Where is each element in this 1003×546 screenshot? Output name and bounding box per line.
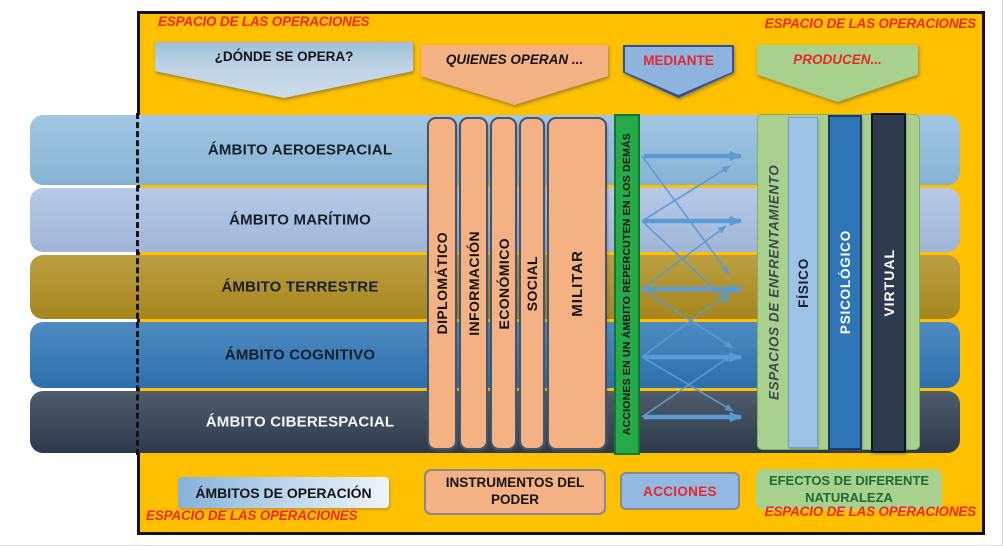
legend-label: EFECTOS DE DIFERENTE NATURALEZA bbox=[768, 472, 930, 505]
banner-label: MEDIANTE bbox=[643, 53, 714, 68]
corner-label-bottom-left: ESPACIO DE LAS OPERACIONES bbox=[146, 508, 358, 523]
instrument-label: INFORMACIÓN bbox=[465, 231, 482, 336]
instrument-label: ECONÓMICO bbox=[495, 237, 512, 330]
instrument-bar-informacion: INFORMACIÓN bbox=[459, 117, 488, 450]
effect-label: FÍSICO bbox=[795, 257, 811, 308]
corner-label-top-left: ESPACIO DE LAS OPERACIONES bbox=[158, 14, 370, 29]
actions-repercussion-column: ACCIONES EN UN ÁMBITO REPERCUTEN EN LOS … bbox=[614, 114, 640, 455]
effect-bar-fisico: FÍSICO bbox=[788, 117, 818, 448]
legend-ambitos-de-operacion: ÁMBITOS DE OPERACIÓN bbox=[178, 477, 389, 508]
banner-label: ¿DÓNDE SE OPERA? bbox=[214, 49, 354, 64]
corner-label-bottom-right: ESPACIO DE LAS OPERACIONES bbox=[764, 504, 977, 519]
banner-shape: QUIENES OPERAN ... bbox=[421, 45, 608, 105]
instrument-bar-social: SOCIAL bbox=[519, 117, 545, 450]
banner-shape: PRODUCEN... bbox=[757, 45, 918, 102]
effect-label: VIRTUAL bbox=[880, 249, 897, 317]
instrument-bar-economico: ECONÓMICO bbox=[490, 117, 517, 450]
band-label: ÁMBITO COGNITIVO bbox=[224, 346, 376, 364]
instrument-label: SOCIAL bbox=[524, 255, 540, 312]
frame-dashed-border bbox=[136, 113, 139, 455]
banner-producen: PRODUCEN... bbox=[757, 45, 918, 102]
banner-quienes-operan: QUIENES OPERAN ... bbox=[421, 45, 608, 105]
actions-column-label: ACCIONES EN UN ÁMBITO REPERCUTEN EN LOS … bbox=[621, 133, 633, 436]
band-label: ÁMBITO MARÍTIMO bbox=[229, 211, 371, 229]
effect-bar-virtual: VIRTUAL bbox=[871, 113, 906, 453]
banner-label: QUIENES OPERAN ... bbox=[445, 52, 584, 67]
banner-shape: ¿DÓNDE SE OPERA? bbox=[155, 42, 413, 98]
instrument-label: DIPLOMÁTICO bbox=[434, 232, 450, 335]
instrument-bar-diplomatico: DIPLOMÁTICO bbox=[427, 117, 457, 450]
banner-mediante: MEDIANTE bbox=[623, 45, 734, 98]
corner-label-top-right: ESPACIO DE LAS OPERACIONES bbox=[764, 16, 977, 31]
legend-label: INSTRUMENTOS DEL PODER bbox=[445, 475, 585, 507]
band-label: ÁMBITO TERRESTRE bbox=[221, 278, 379, 296]
banner-shape-fill: MEDIANTE bbox=[625, 47, 732, 95]
legend-efectos-de-diferente-naturaleza: EFECTOS DE DIFERENTE NATURALEZA bbox=[756, 469, 942, 510]
banner-shape: MEDIANTE bbox=[623, 45, 734, 98]
band-label: ÁMBITO AEROESPACIAL bbox=[207, 141, 393, 159]
instrument-label: MILITAR bbox=[568, 250, 586, 317]
effect-bar-psicologico: PSICOLÓGICO bbox=[828, 115, 862, 450]
legend-instrumentos-del-poder: INSTRUMENTOS DEL PODER bbox=[424, 469, 606, 515]
banner-label: PRODUCEN... bbox=[793, 52, 882, 67]
confrontation-panel-label: ESPACIOS DE ENFRENTAMIENTO bbox=[766, 164, 782, 400]
legend-label: ÁMBITOS DE OPERACIÓN bbox=[195, 484, 372, 501]
effect-label: PSICOLÓGICO bbox=[837, 230, 853, 335]
banner-donde-se-opera: ¿DÓNDE SE OPERA? bbox=[155, 42, 413, 98]
legend-label: ACCIONES bbox=[643, 483, 717, 499]
legend-acciones: ACCIONES bbox=[620, 472, 740, 510]
band-label: ÁMBITO CIBERESPACIAL bbox=[205, 413, 395, 431]
instrument-bar-militar: MILITAR bbox=[547, 117, 607, 450]
